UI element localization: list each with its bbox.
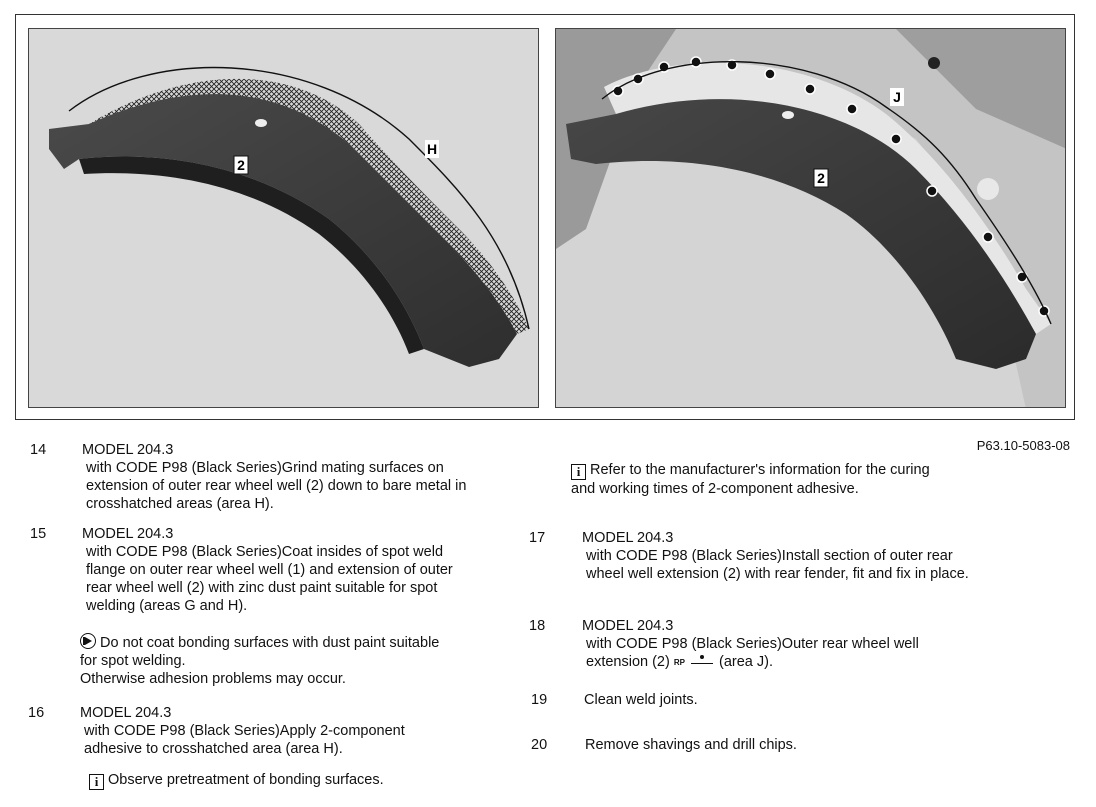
step-number: 15 xyxy=(30,526,47,542)
step-number: 20 xyxy=(531,737,548,753)
step-model: MODEL 204.3 xyxy=(582,618,674,634)
area-j-bracket xyxy=(601,61,1052,325)
part-number-badge xyxy=(233,155,249,175)
step-text: with CODE P98 (Black Series)Coat insides… xyxy=(86,544,453,614)
body-structure xyxy=(556,29,1065,407)
step-number: 14 xyxy=(30,442,47,458)
step-model: MODEL 204.3 xyxy=(582,530,674,546)
step-text: with CODE P98 (Black Series)Install sect… xyxy=(586,548,969,582)
part-number-badge xyxy=(813,168,829,188)
info-text: Observe pretreatment of bonding surfaces… xyxy=(108,772,384,788)
body-hole xyxy=(977,178,999,200)
info-text: Refer to the manufacturer's information … xyxy=(571,462,930,497)
step-text: Remove shavings and drill chips. xyxy=(585,737,797,753)
weld-flange xyxy=(604,62,1051,334)
wheel-well-installed-illustration-j: 2 J xyxy=(556,29,1065,407)
step-text: with CODE P98 (Black Series)Apply 2-comp… xyxy=(84,723,405,757)
part-hole xyxy=(782,111,794,119)
spot-weld-symbol-icon xyxy=(690,653,713,664)
step-number: 16 xyxy=(28,705,45,721)
caution-text: Do not coat bonding surfaces with dust p… xyxy=(80,635,440,669)
caution-icon xyxy=(80,633,96,649)
step-text-after: (area J). xyxy=(718,654,773,670)
area-h-badge xyxy=(425,140,439,158)
figure-frame: 2 H xyxy=(15,14,1075,420)
part-hole xyxy=(255,119,267,127)
info-icon: i xyxy=(571,464,586,480)
lower-flange xyxy=(79,156,424,354)
figure-reference: P63.10-5083-08 xyxy=(976,438,1070,453)
caution-note-15: Do not coat bonding surfaces with dust p… xyxy=(80,633,440,688)
step-number: 19 xyxy=(531,692,548,708)
crosshatched-area-h xyxy=(89,78,529,334)
part-body xyxy=(49,94,517,367)
part-body xyxy=(566,99,1036,370)
wheel-well-extension-illustration-h: 2 H xyxy=(49,66,530,367)
body-bolt xyxy=(928,57,940,69)
step-text: with CODE P98 (Black Series)Grind mating… xyxy=(86,460,467,512)
area-j-label: J xyxy=(893,89,901,105)
part-number-label: 2 xyxy=(237,157,245,173)
caution-text-line2: Otherwise adhesion problems may occur. xyxy=(80,671,346,687)
step-text-before: with CODE P98 (Black Series)Outer rear w… xyxy=(586,636,919,670)
step-model: MODEL 204.3 xyxy=(82,442,174,458)
step-number: 18 xyxy=(529,618,546,634)
step-model: MODEL 204.3 xyxy=(80,705,172,721)
part-number-label: 2 xyxy=(817,170,825,186)
figure-left-panel: 2 H xyxy=(28,28,539,408)
figure-right-panel: 2 J xyxy=(555,28,1066,408)
info-icon: i xyxy=(89,774,104,790)
step-text: with CODE P98 (Black Series)Outer rear w… xyxy=(582,635,962,672)
step-model: MODEL 204.3 xyxy=(82,526,174,542)
area-h-label: H xyxy=(427,141,437,157)
area-h-bracket xyxy=(68,66,530,330)
area-j-badge xyxy=(890,88,904,106)
rp-symbol: RP xyxy=(673,658,685,667)
step-text: Clean weld joints. xyxy=(584,692,698,708)
step-number: 17 xyxy=(529,530,546,546)
